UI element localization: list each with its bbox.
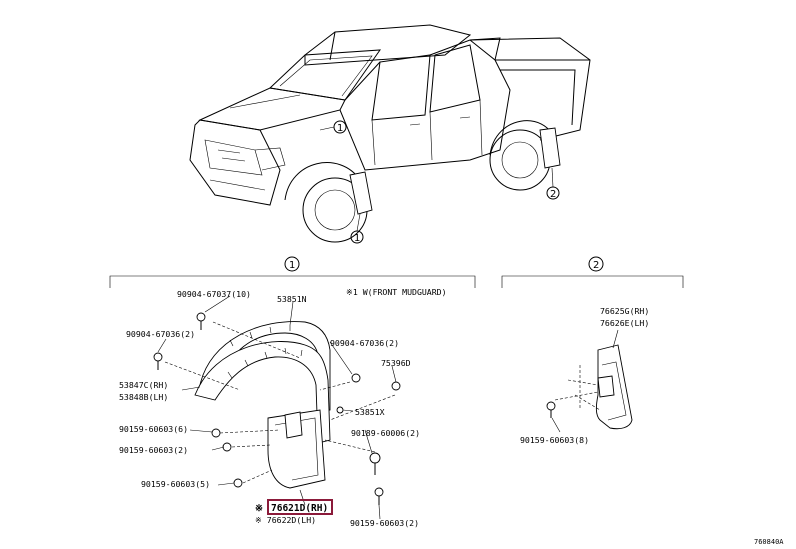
label-75396d: 75396D (381, 358, 411, 368)
diagram-code: 760840A (754, 538, 784, 546)
section-1-header (109, 256, 476, 288)
highlight-box-76621d (267, 499, 333, 515)
truck-callout-1-top: 1 (337, 123, 343, 134)
label-90189-60006: 90189-60006(2) (351, 428, 420, 438)
section-2-number: 2 (593, 260, 599, 271)
label-76622d: ※ 76622D(LH) (255, 515, 316, 525)
label-90904-67036-left: 90904-67036(2) (126, 329, 195, 339)
label-76626e: 76626E(LH) (600, 318, 649, 328)
fender-liner-parts (153, 295, 401, 520)
label-90159-60603-2a: 90159-60603(2) (119, 445, 188, 455)
section-2-header (501, 256, 684, 288)
label-90159-60603-5: 90159-60603(5) (141, 479, 210, 489)
label-90159-60603-8: 90159-60603(8) (520, 435, 589, 445)
section-1-number: 1 (289, 260, 295, 271)
label-53851n: 53851N (277, 294, 307, 304)
truck-callout-2: 2 (550, 189, 556, 200)
label-90904-67036-right: 90904-67036(2) (330, 338, 399, 348)
label-90159-60603-2b: 90159-60603(2) (350, 518, 419, 528)
label-53847c: 53847C(RH) (119, 380, 168, 390)
label-53851x: 53851X (355, 407, 385, 417)
label-76621d-mark: ※ (255, 503, 263, 514)
label-53848b: 53848B(LH) (119, 392, 168, 402)
label-76625g: 76625G(RH) (600, 306, 649, 316)
rear-mudflap-parts (546, 329, 633, 433)
label-90159-60603-6: 90159-60603(6) (119, 424, 188, 434)
front-mudguard-note: ※1 W(FRONT MUDGUARD) (346, 287, 447, 297)
label-76621d: 76621D(RH) (271, 503, 328, 514)
label-90904-67037: 90904-67037(10) (177, 289, 251, 299)
truck-illustration (189, 24, 591, 244)
truck-callout-1-bottom: 1 (354, 233, 360, 244)
